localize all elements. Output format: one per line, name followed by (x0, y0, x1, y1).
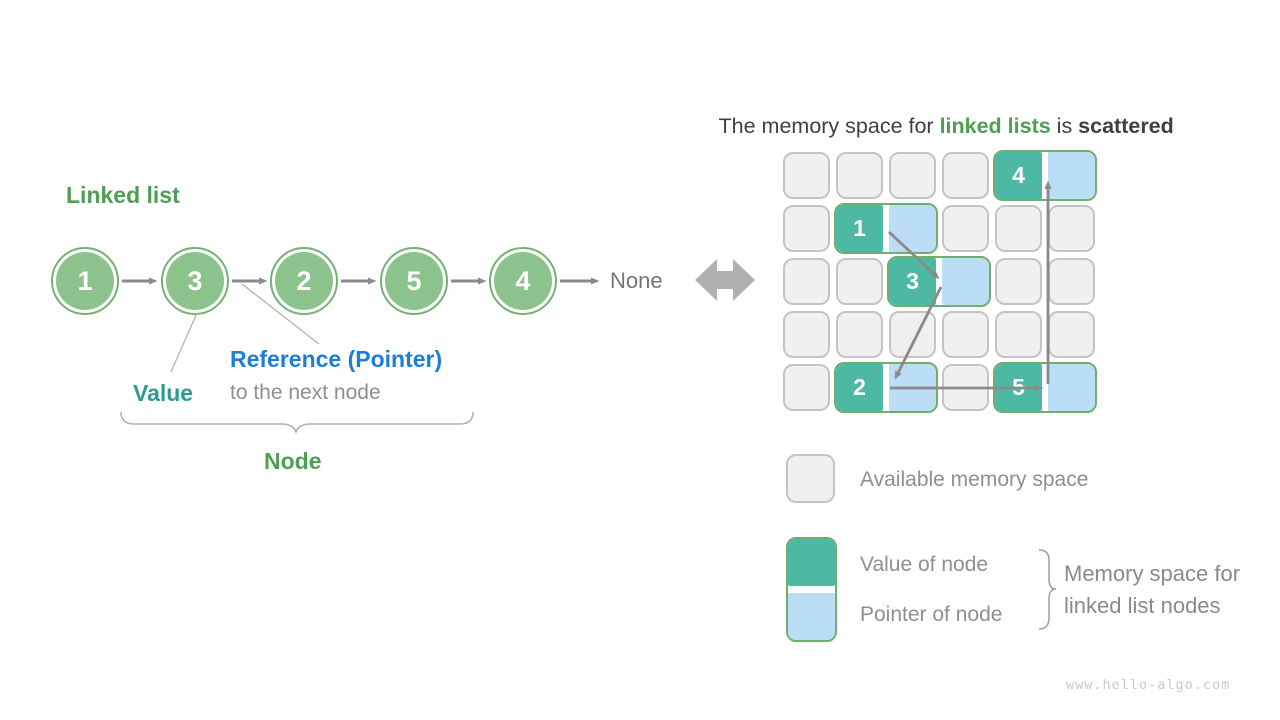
memory-cell-value: 3 (889, 258, 936, 305)
legend-pointer-label: Pointer of node (860, 603, 1003, 626)
memory-node-pair-4: 4 (993, 150, 1097, 201)
memory-cell-pointer (942, 258, 989, 305)
memory-cell-available (995, 258, 1042, 305)
memory-cell-value: 1 (836, 205, 883, 252)
memory-title-middle: is (1050, 114, 1079, 138)
list-node-value: 4 (494, 252, 552, 310)
memory-cell-value: 2 (836, 364, 883, 411)
memory-cell-value: 4 (995, 152, 1042, 199)
leader-line-value (170, 312, 198, 373)
memory-cell-available (1048, 205, 1095, 252)
linked-list-heading: Linked list (66, 182, 180, 208)
list-node-3: 2 (270, 247, 338, 315)
memory-node-pair-1: 1 (834, 203, 938, 254)
memory-node-pair-5: 5 (993, 362, 1097, 413)
legend-brace-label-line1: Memory space for (1064, 561, 1241, 586)
memory-cell-pointer (1048, 364, 1095, 411)
node-brace (120, 411, 474, 435)
memory-cell-available (1048, 311, 1095, 358)
legend-pointer-cell (788, 593, 835, 640)
memory-cell-available (836, 311, 883, 358)
memory-cell-available (836, 258, 883, 305)
legend-available-label: Available memory space (860, 468, 1089, 491)
memory-cell-pointer (1048, 152, 1095, 199)
none-terminator-label: None (610, 268, 663, 293)
memory-cell-available (783, 258, 830, 305)
legend-available-cell (786, 454, 835, 503)
memory-title: The memory space for linked lists is sca… (695, 89, 1174, 164)
node-label: Node (264, 448, 322, 474)
list-node-value: 1 (56, 252, 114, 310)
legend-brace-label: Memory space for linked list nodes (1064, 558, 1240, 622)
value-label: Value (133, 380, 194, 406)
memory-node-pair-2: 2 (834, 362, 938, 413)
memory-node-pair-3: 3 (887, 256, 991, 307)
memory-cell-available (783, 364, 830, 411)
memory-cell-available (889, 152, 936, 199)
memory-cell-available (783, 311, 830, 358)
memory-cell-available (1048, 258, 1095, 305)
memory-cell-available (783, 152, 830, 199)
memory-cell-available (995, 311, 1042, 358)
memory-cell-available (942, 311, 989, 358)
legend-node-pair (786, 537, 837, 642)
legend-value-label: Value of node (860, 553, 989, 576)
memory-cell-available (942, 152, 989, 199)
list-node-value: 3 (166, 252, 224, 310)
watermark: www.hello-algo.com (1066, 677, 1231, 693)
memory-cell-available (995, 205, 1042, 252)
list-node-5: 4 (489, 247, 557, 315)
list-node-value: 5 (385, 252, 443, 310)
memory-cell-available (942, 364, 989, 411)
reference-sub-label: to the next node (230, 381, 381, 404)
memory-cell-pointer (889, 364, 936, 411)
memory-title-highlight: linked lists (939, 114, 1051, 138)
reference-pointer-label: Reference (Pointer) (230, 346, 443, 372)
list-node-1: 1 (51, 247, 119, 315)
memory-cell-available (783, 205, 830, 252)
legend-brace-label-line2: linked list nodes (1064, 593, 1221, 618)
legend-brace (1038, 549, 1057, 630)
memory-cell-available (889, 311, 936, 358)
legend-value-cell (788, 539, 835, 586)
list-node-value: 2 (275, 252, 333, 310)
list-node-2: 3 (161, 247, 229, 315)
memory-cell-pointer (889, 205, 936, 252)
memory-title-prefix: The memory space for (718, 114, 940, 138)
equivalence-double-arrow (695, 259, 755, 301)
memory-cell-value: 5 (995, 364, 1042, 411)
memory-cell-available (836, 152, 883, 199)
list-node-4: 5 (380, 247, 448, 315)
memory-cell-available (942, 205, 989, 252)
memory-title-emphasis: scattered (1078, 114, 1174, 138)
